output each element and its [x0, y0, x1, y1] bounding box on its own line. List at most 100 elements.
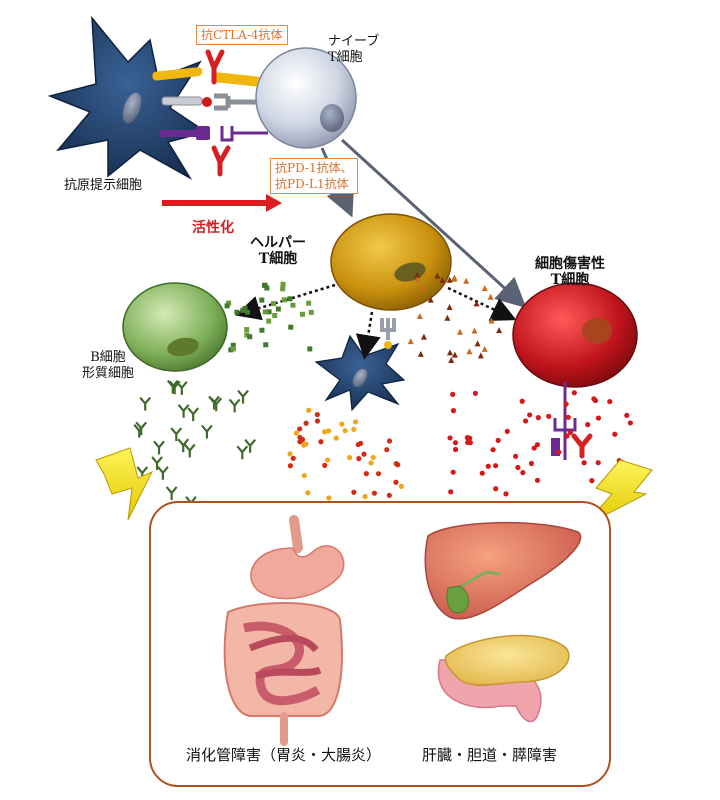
cytokine-dot [347, 454, 353, 461]
helper-cytokines-orange [407, 271, 503, 364]
cytotoxic-granules [447, 390, 637, 497]
cytokine-triangle [477, 352, 484, 359]
cytokine-square [244, 327, 250, 333]
cytokine-triangle [456, 328, 463, 335]
cytokine-triangle [471, 327, 478, 334]
cytokine-dot [306, 407, 312, 413]
cytokine-dot [393, 479, 399, 485]
cytokine-square [230, 346, 236, 352]
cytokine-dot [318, 439, 324, 445]
liver-disorder-label: 肝臓・胆道・膵障害 [422, 746, 558, 764]
cytokine-triangle [446, 303, 453, 310]
granule-dot [447, 435, 453, 441]
cytokine-triangle [439, 276, 446, 283]
granule-dot [534, 477, 541, 483]
activation-label: 活性化 [192, 220, 234, 236]
cytokine-square [234, 309, 240, 315]
cytokine-dot [339, 421, 345, 427]
granule-dot [527, 412, 533, 418]
antibody-icon [177, 404, 190, 418]
cytokine-dot [326, 495, 332, 501]
cytokine-dot [352, 419, 359, 425]
granule-dot [607, 398, 613, 405]
granule-dot [589, 478, 595, 484]
cytokine-triangle [417, 350, 424, 357]
granule-dot [490, 447, 496, 453]
antibodies [133, 379, 256, 510]
naive-t-cell [255, 47, 357, 149]
cytokine-dot [351, 489, 357, 495]
granule-dot [503, 491, 509, 497]
granule-dot [581, 460, 587, 466]
cytokine-dot [351, 426, 357, 432]
arrow-helper-to-apc [355, 311, 381, 360]
cytokine-square [242, 305, 248, 311]
cytokine-dot [303, 420, 309, 426]
antibody-icon [183, 443, 196, 458]
cytokine-triangle [414, 271, 421, 278]
cytokine-dot [303, 441, 309, 447]
cytokine-dot [386, 492, 392, 498]
granule-dot [535, 415, 541, 421]
antibody-icon [187, 407, 200, 422]
cytotoxic-t-cell-label: 細胞傷害性 T細胞 [535, 256, 605, 288]
cytokine-square [247, 334, 253, 340]
cytokine-triangle [487, 293, 494, 300]
cytokine-dot [361, 451, 367, 457]
cytokine-dot [322, 462, 328, 468]
cytokine-dot [314, 418, 321, 424]
antibody-icon [151, 456, 163, 470]
cytokine-dot [386, 438, 393, 444]
granule-dot [450, 408, 457, 414]
granule-dot [556, 449, 562, 455]
cytokine-dot [287, 463, 294, 469]
cytokine-square [266, 309, 272, 315]
cytokine-triangle [474, 340, 481, 347]
granule-dot [528, 460, 535, 467]
granule-dot [567, 429, 573, 436]
granule-dot [493, 463, 499, 469]
granule-dot [627, 420, 633, 426]
granule-dot [504, 428, 510, 434]
cytokine-dot [333, 435, 339, 441]
cytokine-triangle [407, 338, 414, 345]
cytokine-square [244, 332, 250, 338]
cytokine-dot [393, 461, 399, 467]
granule-dot [519, 398, 525, 404]
granule-dot [565, 414, 571, 420]
cytokine-square [300, 311, 306, 317]
cytokine-square [266, 318, 272, 324]
cytokine-square [224, 303, 230, 309]
cytokine-triangle [414, 276, 421, 283]
granule-dot [479, 470, 485, 476]
cytokine-square [230, 342, 236, 348]
antibody-icon [244, 439, 256, 453]
antibody-icon [177, 438, 190, 453]
granule-dot [450, 391, 456, 397]
cytokine-dot [326, 428, 332, 434]
granule-dot [452, 440, 459, 446]
cytokine-triangle [444, 314, 451, 321]
cytokine-dot [301, 472, 307, 479]
granule-dot [452, 446, 459, 453]
granule-dot [534, 442, 541, 448]
cytokine-dot [371, 490, 378, 496]
antibody-icon [237, 389, 249, 404]
gi-disorder-label: 消化管障害（胃炎・大腸炎） [186, 746, 382, 764]
cytokine-square [244, 309, 250, 315]
cytokine-dot [370, 454, 376, 461]
cytokine-triangle [450, 275, 457, 282]
cytokine-triangle [451, 351, 458, 358]
cytokine-square [280, 286, 286, 292]
granule-dot [624, 412, 630, 418]
cytokine-triangle [434, 272, 441, 279]
antibody-icon [165, 486, 178, 500]
granule-dot [485, 463, 491, 469]
cytokine-dot [293, 430, 299, 436]
cytokine-dot [300, 436, 306, 443]
cytokines-middle [287, 407, 405, 501]
cytotoxic-t-cell [512, 282, 638, 388]
naive-t-cell-label: ナイーブ T細胞 [328, 34, 380, 65]
cytokine-square [261, 282, 267, 288]
cytokine-dot [290, 455, 296, 461]
